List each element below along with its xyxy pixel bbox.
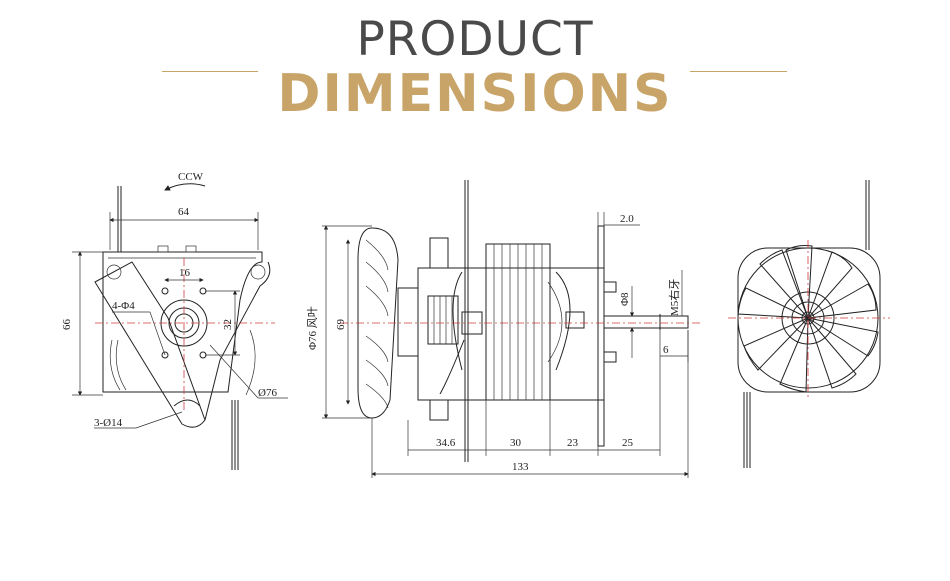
segment-label-3: 23 — [567, 437, 579, 449]
side-view: Φ76 风叶 69 2.0 Φ8 M5右牙 6 34.6 30 23 25 — [306, 180, 700, 478]
segment-label-4: 25 — [622, 437, 634, 449]
title-product: PRODUCT — [356, 12, 594, 67]
hole-spacing-label: 16 — [179, 267, 191, 279]
thread-label: M5右牙 — [667, 279, 681, 316]
height-dimension-label: 66 — [61, 319, 73, 331]
title-rule-right — [690, 71, 787, 72]
fan-diameter-label: Φ76 风叶 — [306, 306, 319, 350]
fan-height-label: 69 — [335, 319, 347, 331]
rotation-label: CCW — [178, 171, 204, 183]
segment-label-1: 34.6 — [436, 437, 456, 449]
slots-label: 3-Ø14 — [94, 417, 123, 429]
rear-view — [728, 180, 890, 468]
header: PRODUCT DIMENSIONS — [0, 0, 950, 130]
title-rule-left — [162, 71, 258, 72]
front-view: CCW 64 66 16 32 4-Φ4 Ø76 3-Ø14 — [61, 171, 288, 470]
plate-thickness-label: 2.0 — [620, 213, 634, 225]
width-dimension-label: 64 — [178, 206, 190, 218]
small-holes-label: 4-Φ4 — [112, 300, 135, 312]
shaft-diameter-label: Φ8 — [619, 292, 631, 306]
segment-label-2: 30 — [510, 437, 522, 449]
hole-vertical-label: 32 — [222, 319, 234, 330]
circle-diameter-label: Ø76 — [258, 387, 277, 399]
total-length-label: 133 — [512, 461, 529, 473]
title-dimensions: DIMENSIONS — [277, 64, 673, 124]
shaft-end-label: 6 — [663, 344, 669, 356]
